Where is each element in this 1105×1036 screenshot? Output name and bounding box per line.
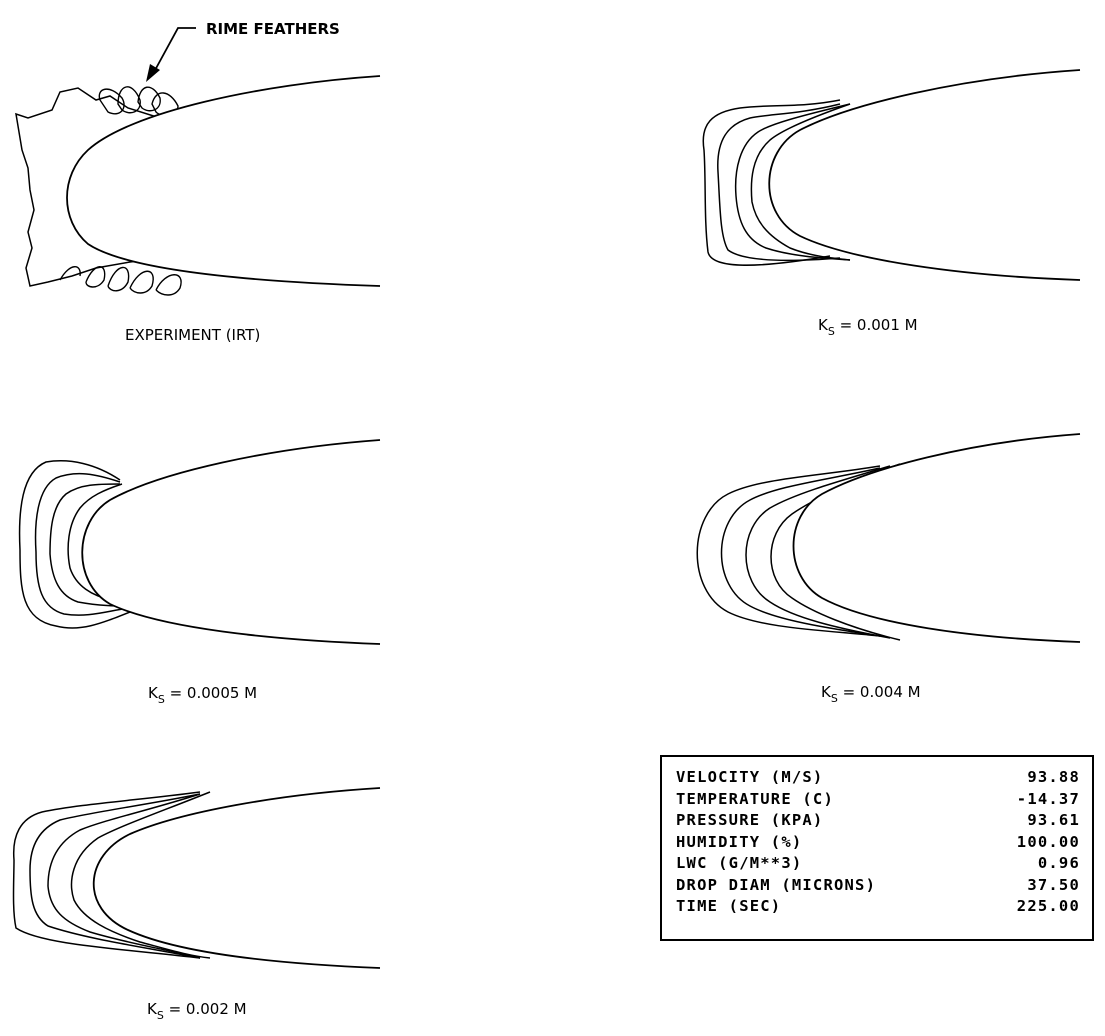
condition-value: 0.96 — [1037, 854, 1080, 872]
airfoil-leading-edge — [792, 433, 1081, 643]
ice-layer — [720, 467, 881, 637]
ice-layer — [67, 483, 123, 601]
ice-layer — [734, 103, 851, 261]
condition-row: TIME (SEC) 225.00 — [676, 896, 1080, 918]
ice-layer — [29, 793, 201, 959]
condition-value: 93.88 — [1027, 768, 1080, 786]
condition-value: 93.61 — [1027, 811, 1080, 829]
airfoil-leading-edge — [81, 439, 381, 645]
condition-value: 225.00 — [1016, 897, 1080, 915]
condition-row: HUMIDITY (%) 100.00 — [676, 832, 1080, 854]
condition-label: TIME (SEC) — [676, 897, 782, 915]
ice-layer — [70, 791, 211, 959]
rime-feather — [98, 88, 125, 115]
ice-layer — [34, 472, 131, 616]
rime-feather — [59, 266, 81, 281]
airfoil-leading-edge — [768, 69, 1081, 281]
airfoil-leading-edge — [66, 75, 381, 287]
ice-layer — [745, 465, 891, 639]
ice-layer — [702, 99, 841, 266]
ice-layer — [49, 483, 131, 607]
annotation-leader-line — [153, 27, 196, 73]
condition-label: VELOCITY (M/S) — [676, 768, 824, 786]
panel-caption: KS = 0.001 M — [818, 316, 918, 338]
ice-layer — [12, 791, 201, 959]
ice-layer — [750, 103, 851, 261]
ice-layer — [717, 103, 841, 262]
condition-label: LWC (G/M**3) — [676, 854, 803, 872]
rime-feather — [85, 266, 106, 288]
condition-value: -14.37 — [1016, 789, 1080, 808]
rime-feather — [137, 86, 161, 112]
rime-feather — [129, 270, 154, 294]
condition-label: HUMIDITY (%) — [676, 832, 803, 851]
condition-row: LWC (G/M**3) 0.96 — [676, 853, 1080, 875]
annotation-arrow-head — [146, 64, 160, 82]
panel-caption: KS = 0.002 M — [147, 1000, 247, 1022]
ks-0004-panel: KS = 0.004 M — [696, 433, 1081, 705]
airfoil-leading-edge — [92, 787, 381, 969]
condition-row: TEMPERATURE (C) -14.37 — [676, 789, 1080, 811]
annotation-text: RIME FEATHERS — [206, 20, 340, 38]
ice-layer — [696, 465, 881, 637]
condition-label: PRESSURE (KPA) — [676, 811, 824, 829]
condition-label: TEMPERATURE (C) — [676, 789, 834, 808]
condition-label: DROP DIAM (MICRONS) — [676, 875, 877, 894]
panel-caption: KS = 0.0005 M — [148, 684, 257, 706]
condition-row: PRESSURE (KPA) 93.61 — [676, 810, 1080, 832]
experiment-panel: RIME FEATHERS EXPERIMENT (IRT) — [15, 20, 381, 344]
ks-0002-panel: KS = 0.002 M — [12, 787, 381, 1022]
condition-value: 37.50 — [1027, 875, 1080, 894]
rime-feather — [155, 274, 182, 296]
panel-caption: EXPERIMENT (IRT) — [125, 326, 260, 344]
condition-row: VELOCITY (M/S) 93.88 — [676, 767, 1080, 789]
ks-0001-panel: KS = 0.001 M — [702, 69, 1081, 338]
condition-row: DROP DIAM (MICRONS) 37.50 — [676, 875, 1080, 897]
test-conditions-table: VELOCITY (M/S) 93.88 TEMPERATURE (C) -14.3… — [660, 755, 1094, 941]
ice-layer — [47, 793, 201, 959]
panel-caption: KS = 0.004 M — [821, 683, 921, 705]
ice-layer — [18, 460, 131, 629]
condition-value: 100.00 — [1016, 832, 1080, 851]
ks-00005-panel: KS = 0.0005 M — [18, 439, 381, 706]
rime-feather — [107, 266, 130, 292]
rime-feather — [117, 86, 141, 114]
